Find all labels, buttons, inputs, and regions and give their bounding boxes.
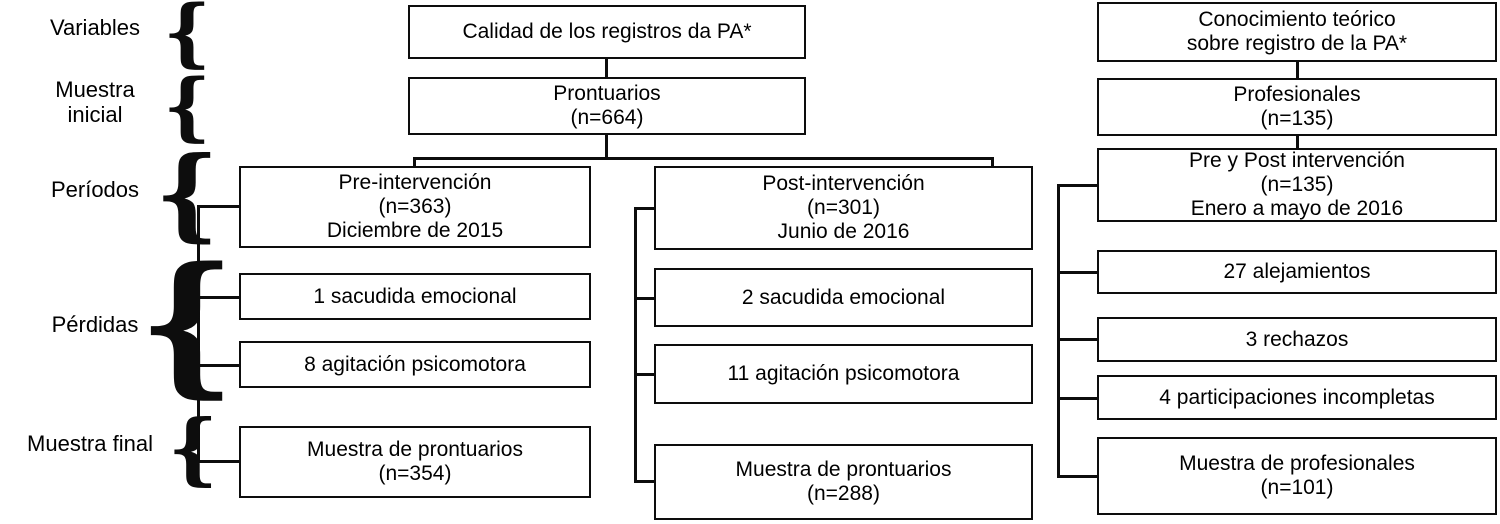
rail-pre-to-final: [197, 460, 241, 463]
rail-post-to-loss-agitation: [634, 373, 656, 376]
rail-professionals: [1057, 184, 1060, 477]
box-professionals-final[interactable]: Muestra de profesionales (n=101): [1097, 437, 1497, 515]
box-professionals[interactable]: Profesionales (n=135): [1097, 78, 1497, 136]
connector-to-post: [991, 157, 994, 167]
rail-post-to-period: [634, 207, 656, 210]
brace-periodos: {: [154, 134, 220, 252]
rail-pre-to-loss-agitation: [197, 364, 241, 367]
rail-post: [634, 207, 637, 482]
box-pre-intervention[interactable]: Pre-intervención (n=363) Diciembre de 20…: [239, 166, 591, 248]
box-post-loss-emotional[interactable]: 2 sacudida emocional: [654, 268, 1033, 327]
row-label-perdidas: Pérdidas: [51, 312, 139, 337]
connector-split-bar: [413, 157, 993, 160]
rail-prof-to-period: [1057, 184, 1099, 187]
box-post-final-sample[interactable]: Muestra de prontuarios (n=288): [654, 444, 1033, 520]
box-loss-withdrawals[interactable]: 27 alejamientos: [1097, 250, 1497, 294]
box-post-loss-agitation[interactable]: 11 agitación psicomotora: [654, 344, 1033, 404]
connector-to-pre: [413, 157, 416, 167]
rail-post-to-final: [634, 480, 656, 483]
box-initial-sample-charts[interactable]: Prontuarios (n=664): [408, 77, 806, 135]
brace-muestra-inicial: {: [163, 64, 211, 150]
connector-charts-down: [605, 134, 608, 158]
brace-perdidas: {: [138, 232, 236, 412]
rail-post-to-loss-emotional: [634, 297, 656, 300]
rail-pre: [197, 205, 200, 462]
row-label-variables: Variables: [49, 15, 141, 40]
box-loss-refusals[interactable]: 3 rechazos: [1097, 317, 1497, 362]
box-variable-knowledge[interactable]: Conocimiento teórico sobre registro de l…: [1097, 2, 1497, 62]
rail-prof-to-withdrawals: [1057, 271, 1099, 274]
box-variable-quality[interactable]: Calidad de los registros da PA*: [408, 5, 806, 59]
box-pre-final-sample[interactable]: Muestra de prontuarios (n=354): [239, 426, 591, 498]
row-label-periodos: Períodos: [50, 177, 140, 202]
box-post-intervention[interactable]: Post-intervención (n=301) Junio de 2016: [654, 166, 1033, 250]
box-pre-loss-emotional[interactable]: 1 sacudida emocional: [239, 273, 591, 320]
connector-professionals-to-prepost: [1296, 135, 1299, 149]
brace-variables: {: [163, 0, 211, 76]
rail-prof-to-refusals: [1057, 338, 1099, 341]
rail-pre-to-loss-emotional: [197, 296, 241, 299]
connector-knowledge-to-professionals: [1296, 61, 1299, 79]
row-label-muestra-final: Muestra final: [27, 431, 153, 456]
rail-prof-to-final: [1057, 475, 1099, 478]
box-loss-incomplete[interactable]: 4 participaciones incompletas: [1097, 375, 1497, 420]
brace-muestra-final: {: [167, 403, 219, 494]
connector-quality-to-charts: [605, 57, 608, 78]
box-pre-loss-agitation[interactable]: 8 agitación psicomotora: [239, 341, 591, 388]
rail-pre-to-period: [197, 205, 241, 208]
rail-prof-to-incomplete: [1057, 397, 1099, 400]
row-label-muestra-inicial: Muestra inicial: [55, 77, 135, 127]
box-pre-post-intervention[interactable]: Pre y Post intervención (n=135) Enero a …: [1097, 148, 1497, 222]
